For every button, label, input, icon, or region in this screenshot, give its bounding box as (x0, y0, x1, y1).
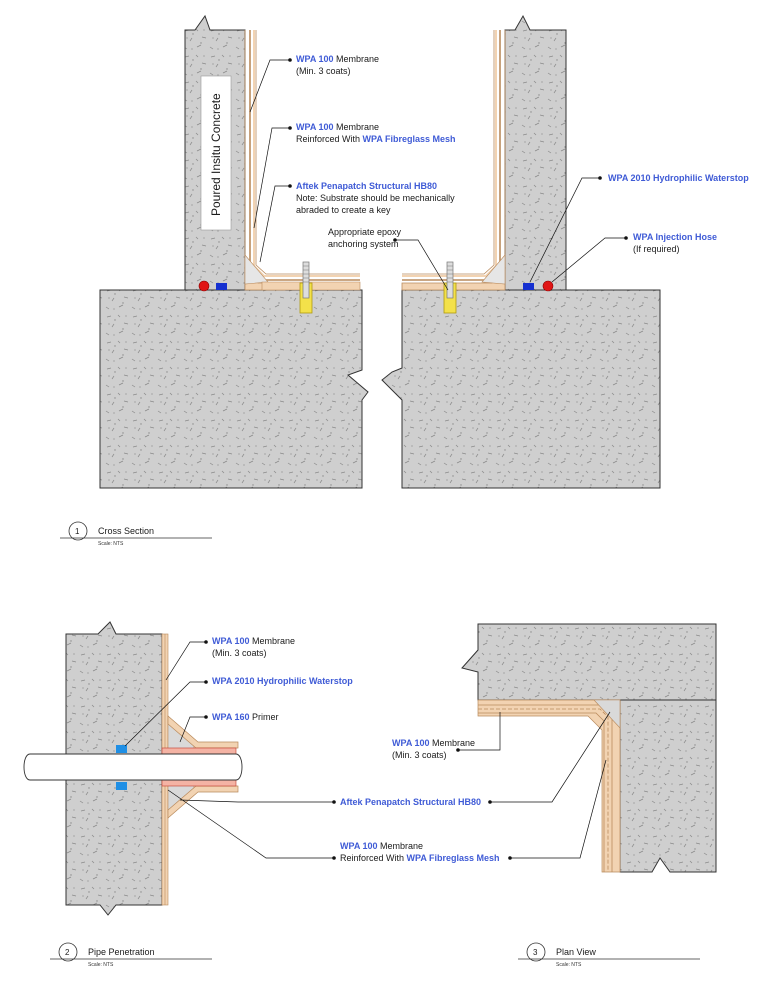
injection-hose-right (542, 280, 554, 292)
label-membrane-reinforced-sub: Reinforced With WPA Fibreglass Mesh (296, 134, 456, 144)
svg-text:Scale: NTS: Scale: NTS (88, 962, 114, 968)
pipe-penetration-detail: WPA 100 Membrane (Min. 3 coats) WPA 2010… (23, 621, 500, 968)
plan-wall-horizontal (461, 623, 717, 701)
label-injection-hose-sub: (If required) (633, 244, 680, 254)
plan-label-membrane-coats: WPA 100 Membrane (392, 738, 475, 748)
label-membrane-coats: WPA 100 Membrane (296, 54, 379, 64)
epoxy-anchor-left (299, 261, 313, 314)
label-epoxy-line1: Appropriate epoxy (328, 227, 402, 237)
wall-label-box (200, 75, 232, 231)
label-penapatch: Aftek Penapatch Structural HB80 (296, 181, 437, 191)
svg-text:3: 3 (533, 948, 538, 957)
title-block-1: 1 Cross Section Scale: NTS (60, 521, 212, 547)
pipe-label-primer: WPA 160 Primer (212, 712, 279, 722)
label-waterstop: WPA 2010 Hydrophilic Waterstop (608, 173, 749, 183)
waterstop-right (523, 283, 534, 290)
label-membrane-coats-sub: (Min. 3 coats) (296, 66, 351, 76)
pipe-label-waterstop: WPA 2010 Hydrophilic Waterstop (212, 676, 353, 686)
pipe-label-penapatch: Aftek Penapatch Structural HB80 (340, 797, 481, 807)
plan-wall-vertical (619, 699, 717, 873)
pipe-waterstop-top (116, 745, 127, 753)
pipe-label-membrane-coats: WPA 100 Membrane (212, 636, 295, 646)
cross-section-detail: Poured Insitu Concrete WPA 100 Membrane … (60, 14, 749, 547)
plan-view-detail: WPA 100 Membrane (Min. 3 coats) 3 Plan V… (392, 623, 717, 968)
label-membrane-reinforced: WPA 100 Membrane (296, 122, 379, 132)
right-slab (381, 289, 661, 489)
pipe-label-membrane-coats-sub: (Min. 3 coats) (212, 648, 267, 658)
plan-membrane (477, 699, 621, 873)
title-block-2: 2 Pipe Penetration Scale: NTS (50, 942, 212, 968)
injection-hose-left (198, 280, 210, 292)
svg-text:2: 2 (65, 948, 70, 957)
svg-text:Scale: NTS: Scale: NTS (98, 541, 124, 547)
title-plan-view: Plan View (556, 947, 596, 957)
svg-text:1: 1 (75, 527, 80, 536)
left-membrane (244, 30, 286, 291)
right-membrane (401, 30, 506, 291)
right-wall (504, 14, 567, 291)
pipe-waterstop-bottom (116, 782, 127, 790)
waterstop-left (216, 283, 227, 290)
epoxy-anchor-right (443, 261, 457, 314)
label-penapatch-note2: abraded to create a key (296, 205, 391, 215)
plan-label-membrane-coats-sub: (Min. 3 coats) (392, 750, 447, 760)
wall-label: Poured Insitu Concrete (209, 93, 223, 216)
svg-text:Scale: NTS: Scale: NTS (556, 962, 582, 968)
label-epoxy-line2: anchoring system (328, 239, 399, 249)
left-slab (99, 289, 369, 489)
label-penapatch-note1: Note: Substrate should be mechanically (296, 193, 455, 203)
pipe-label-membrane-reinforced-sub: Reinforced With WPA Fibreglass Mesh (340, 853, 500, 863)
title-block-3: 3 Plan View Scale: NTS (518, 942, 700, 968)
pipe (23, 753, 243, 781)
pipe-label-membrane-reinforced: WPA 100 Membrane (340, 841, 423, 851)
title-cross-section: Cross Section (98, 526, 154, 536)
title-pipe-penetration: Pipe Penetration (88, 947, 155, 957)
leader-lines (249, 59, 626, 291)
label-injection-hose: WPA Injection Hose (633, 232, 717, 242)
